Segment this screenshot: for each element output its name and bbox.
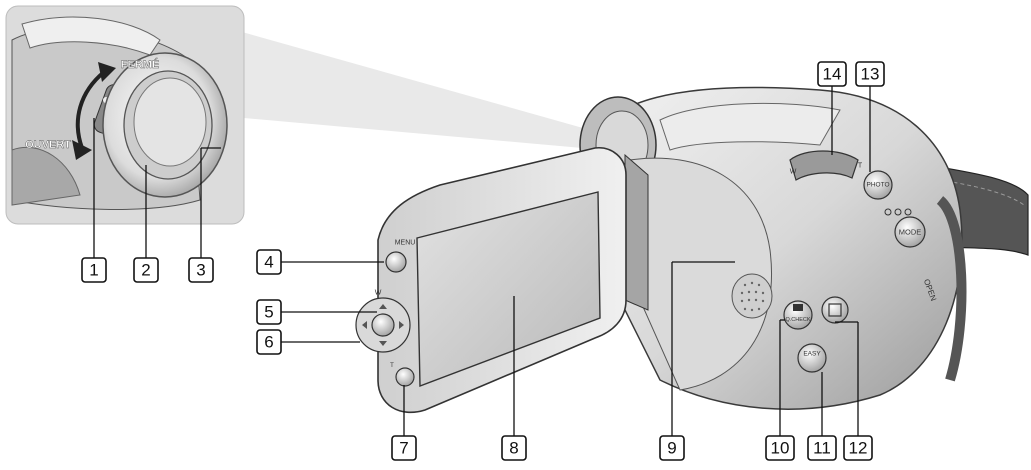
mode-label: MODE	[899, 228, 922, 237]
camcorder-body: W T PHOTO MODE OPEN Q.CHECK EASY	[355, 86, 1029, 414]
callout-2: 2	[133, 257, 159, 283]
svg-text:11: 11	[813, 439, 831, 458]
display-button[interactable]	[395, 367, 415, 387]
lens-inset: FERMÉ OUVERT	[5, 5, 590, 225]
photo-label: PHOTO	[867, 182, 890, 189]
callout-14: 14	[817, 61, 847, 87]
svg-text:13: 13	[861, 65, 880, 84]
switch-direction-arrow	[75, 70, 106, 149]
qcheck-label: Q.CHECK	[785, 317, 810, 323]
svg-text:14: 14	[823, 65, 842, 84]
svg-text:3: 3	[196, 261, 205, 280]
speaker-grille	[731, 273, 773, 319]
svg-text:12: 12	[849, 439, 868, 458]
dial-w-label: W	[375, 290, 382, 297]
svg-text:10: 10	[771, 439, 790, 458]
dial-t-label: T	[390, 363, 394, 369]
callout-9: 9	[659, 435, 685, 461]
lcd-hinge	[624, 153, 649, 311]
easy-label: EASY	[803, 351, 821, 358]
inset-pointer-wedge	[228, 28, 590, 148]
svg-text:2: 2	[141, 261, 150, 280]
svg-text:8: 8	[509, 439, 518, 458]
zoom-t-label: T	[858, 163, 863, 170]
callout-13: 13	[855, 61, 885, 87]
callout-8: 8	[501, 435, 527, 461]
svg-text:6: 6	[264, 333, 273, 352]
qcheck-button[interactable]	[783, 300, 813, 330]
leader-lines	[93, 86, 871, 436]
callout-7: 7	[391, 435, 417, 461]
svg-text:1: 1	[89, 261, 98, 280]
ok-button[interactable]	[371, 313, 395, 337]
lcd-screen	[416, 191, 601, 388]
zoom-w-label: W	[790, 169, 797, 176]
backlight-button[interactable]	[821, 296, 849, 324]
mode-button[interactable]	[894, 216, 926, 248]
callout-5: 5	[256, 299, 282, 325]
easy-button[interactable]	[797, 343, 827, 373]
ouvert-label: OUVERT	[25, 139, 71, 151]
callout-6: 6	[256, 329, 282, 355]
callout-11: 11	[807, 435, 837, 461]
callout-12: 12	[843, 435, 873, 461]
callout-10: 10	[765, 435, 795, 461]
callout-3: 3	[188, 257, 214, 283]
svg-text:5: 5	[264, 303, 273, 322]
menu-label: MENU	[395, 240, 416, 247]
callout-1: 1	[81, 257, 107, 283]
photo-button[interactable]	[863, 170, 893, 200]
ferme-label: FERMÉ	[121, 58, 160, 71]
backlight-icon	[828, 303, 842, 317]
svg-text:7: 7	[399, 439, 408, 458]
svg-text:4: 4	[264, 253, 273, 272]
menu-button[interactable]	[385, 251, 407, 273]
svg-text:9: 9	[667, 439, 676, 458]
callout-4: 4	[256, 249, 282, 275]
zoom-lever[interactable]	[789, 150, 859, 181]
